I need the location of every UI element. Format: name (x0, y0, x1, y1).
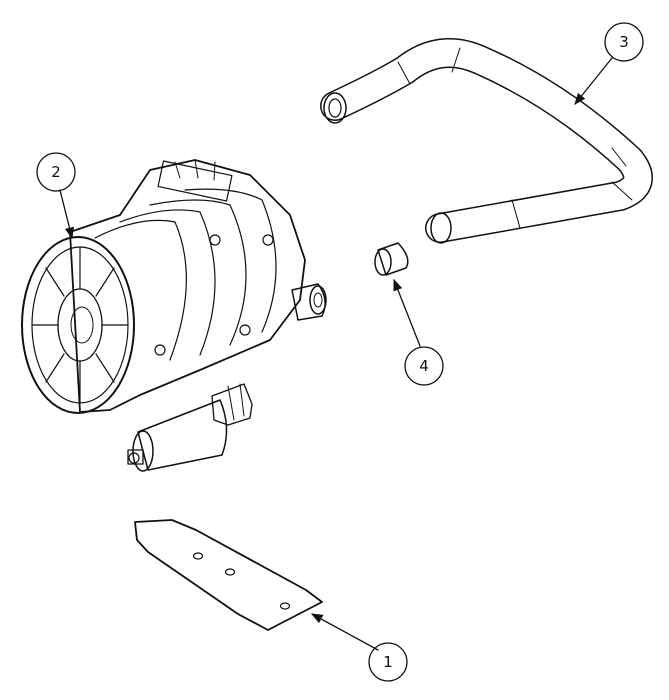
leader-line-3 (574, 57, 613, 105)
svg-text:2: 2 (51, 163, 61, 181)
hose-part (320, 37, 653, 244)
svg-text:4: 4 (419, 357, 429, 375)
svg-text:3: 3 (619, 33, 629, 51)
svg-text:1: 1 (383, 653, 393, 671)
callout-1: 1 (368, 642, 408, 682)
callout-3: 3 (604, 22, 644, 62)
leader-line-4 (393, 278, 421, 347)
callout-2: 2 (36, 152, 76, 192)
leader-line-2 (59, 189, 74, 240)
leader-line-1 (310, 613, 379, 651)
gasket-plate-part (134, 519, 323, 631)
capacitor-part (127, 383, 253, 472)
motor-part (21, 159, 327, 472)
callout-4: 4 (404, 346, 444, 386)
clamp-ring-part (374, 242, 409, 276)
